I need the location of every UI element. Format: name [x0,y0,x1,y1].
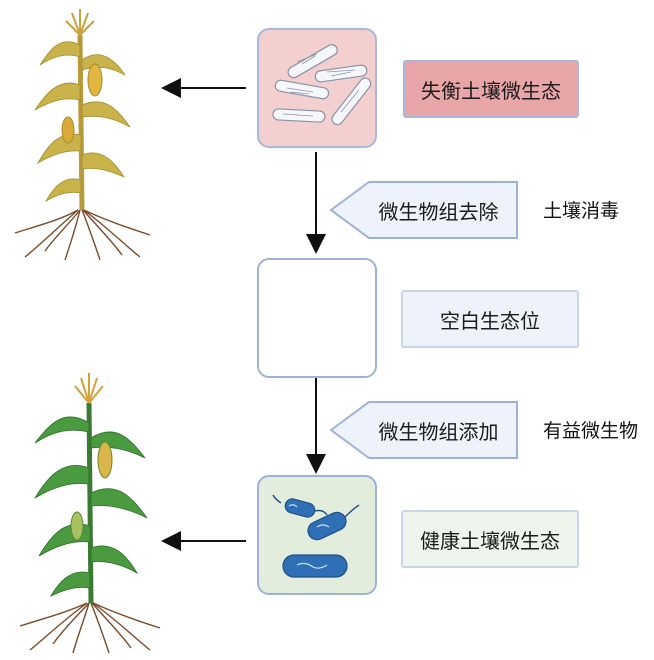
addition-label-shape [329,401,518,459]
healthy-corn-plant-icon [19,373,161,654]
addition-label: 微生物组添加 [378,419,499,444]
disinfection-text: 土壤消毒 [543,200,620,222]
sick-corn-plant-icon [14,9,151,261]
degraded-microbe-icon [272,44,372,126]
beneficial-text: 有益微生物 [543,420,639,442]
empty-niche-box [257,258,377,378]
imbalanced-microbiome-label: 失衡土壤微生态 [403,60,579,118]
healthy-microbiome-label: 健康土壤微生态 [401,510,579,568]
removal-label-shape [329,181,518,239]
removal-label: 微生物组去除 [378,199,499,224]
healthy-bacteria-icon [272,494,360,578]
empty-niche-label: 空白生态位 [401,290,579,348]
